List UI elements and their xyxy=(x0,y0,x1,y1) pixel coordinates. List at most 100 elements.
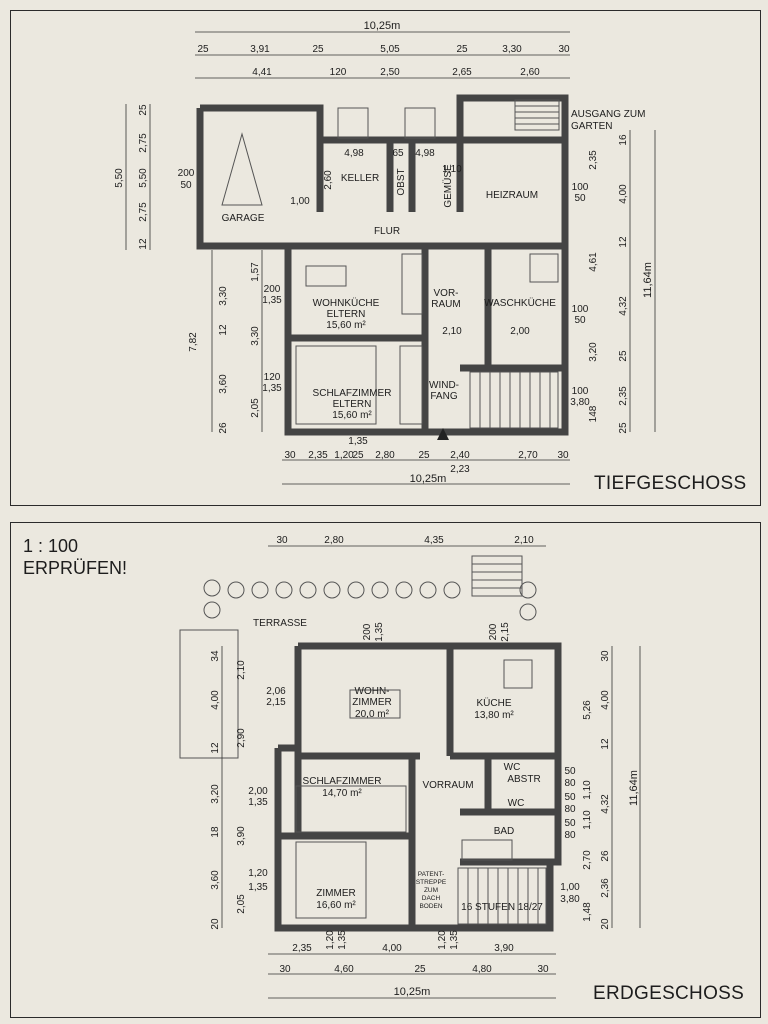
counter xyxy=(401,253,423,315)
garage-wall-left xyxy=(196,108,288,250)
stairs-garden xyxy=(514,99,560,131)
eg-dim-left: 4,00 xyxy=(210,690,221,710)
eg-dim-right: 20 xyxy=(600,918,611,930)
eg-annotation: 1,35 xyxy=(248,797,268,808)
dim-left: 3,30 xyxy=(218,286,229,306)
room-wohnzimmer: WOHN- xyxy=(355,686,390,697)
room-zimmer-area: 16,60 m² xyxy=(316,900,356,911)
table xyxy=(305,265,347,287)
room-bad: BAD xyxy=(494,826,515,837)
room-kueche-area: 13,80 m² xyxy=(474,710,514,721)
erdgeschoss-plan: 30 2,80 4,35 2,10 2,35 1,20 1,35 4,00 1,… xyxy=(179,535,641,999)
room-schlafzimmer-area: 14,70 m² xyxy=(322,788,362,799)
room-windfang: WIND- xyxy=(429,380,459,391)
room-heizraum: HEIZRAUM xyxy=(486,190,538,201)
eg-annotation: 80 xyxy=(564,804,576,815)
room-wohnkueche-eltern: ELTERN xyxy=(327,309,366,320)
dim-left: 2,05 xyxy=(250,398,261,418)
room-garage: GARAGE xyxy=(222,213,265,224)
dim-row1: 30 xyxy=(558,44,570,55)
dim-right: 3,20 xyxy=(588,342,599,362)
room-wohnzimmer-2: ZIMMER xyxy=(352,697,391,708)
dim-right: 25 xyxy=(618,350,629,362)
dim-left: 1,57 xyxy=(250,262,261,282)
room-keller: KELLER xyxy=(341,173,379,184)
dim-left: 5,50 xyxy=(114,168,125,188)
dim-left: 7,82 xyxy=(188,332,199,352)
annotation: 65 xyxy=(392,148,404,159)
dim-right: 16 xyxy=(618,134,629,146)
eg-dim-left: 20 xyxy=(210,918,221,930)
dim-left: 26 xyxy=(218,422,229,434)
eg-dim-right: 1,48 xyxy=(582,902,593,922)
room-wc-1: WC xyxy=(504,762,521,773)
eg-annotation: 2,15 xyxy=(500,622,511,642)
eg-dim-left: 2,05 xyxy=(236,894,247,914)
room-wohnkueche: WOHNKÜCHE xyxy=(313,297,380,309)
eg-dim-top: 2,10 xyxy=(514,535,534,546)
eg-annotation: 2,15 xyxy=(266,697,286,708)
eg-annotation: 1,35 xyxy=(248,882,268,893)
boiler xyxy=(529,253,559,283)
eg-annotation: 200 xyxy=(488,623,499,640)
label-zum: ZUM xyxy=(424,887,438,894)
bathtub xyxy=(461,839,513,861)
garage-wall-top xyxy=(200,104,324,140)
dim-bottom: 2,40 xyxy=(450,450,470,461)
dim-bottom: 30 xyxy=(557,450,569,461)
dim-right: 4,32 xyxy=(618,296,629,316)
dim-right: 4,00 xyxy=(618,184,629,204)
dim-bottom: 2,80 xyxy=(375,450,395,461)
eg-annotation: 50 xyxy=(564,766,576,777)
room-obst: OBST xyxy=(396,168,407,195)
dim-left: 5,50 xyxy=(138,168,149,188)
room-vorraum: VORRAUM xyxy=(422,780,473,791)
dim-bottom-total: 10,25m xyxy=(410,473,447,485)
room-vorraum: VOR- xyxy=(434,288,459,299)
car-symbol xyxy=(221,132,263,206)
dim-row1: 25 xyxy=(197,44,209,55)
tiefgeschoss-title: TIEFGESCHOSS xyxy=(594,473,747,494)
check-note: ERPRÜFEN! xyxy=(23,558,128,578)
lightwell-1 xyxy=(337,107,369,139)
tiefgeschoss-plan: 10,25m 25 3,91 25 5,05 25 3,30 30 4,41 1… xyxy=(114,20,656,485)
annotation: 200 xyxy=(178,168,195,179)
room-gemuese: GEMÜSE xyxy=(442,164,454,208)
eg-annotation: 1,35 xyxy=(374,622,385,642)
eg-dim-bottom1: 4,00 xyxy=(382,943,402,954)
annotation: 100 xyxy=(572,386,589,397)
stairs-tg xyxy=(469,371,559,429)
annotation: 4,98 xyxy=(415,148,435,159)
eg-annotation: 1,00 xyxy=(560,882,580,893)
dim-left: 25 xyxy=(138,104,149,116)
eg-dim-right: 4,32 xyxy=(600,794,611,814)
eg-dim-top: 2,80 xyxy=(324,535,344,546)
dim-row2: 2,65 xyxy=(452,67,472,78)
dim-row1: 25 xyxy=(312,44,324,55)
annotation: 2,60 xyxy=(323,170,334,190)
dim-left: 12 xyxy=(218,324,229,336)
eg-dim-bottom-total: 10,25m xyxy=(394,986,431,998)
terrace-stairs xyxy=(471,555,523,597)
eg-dim-left: 2,10 xyxy=(236,660,247,680)
annotation: 100 xyxy=(572,182,589,193)
dim-row2: 2,50 xyxy=(380,67,400,78)
eg-dim-left: 18 xyxy=(210,826,221,838)
eg-dim-bottom2: 30 xyxy=(279,964,291,975)
annotation: 1,35 xyxy=(262,295,282,306)
erdgeschoss-title: ERDGESCHOSS xyxy=(593,983,745,1004)
dim-right-total: 11,64m xyxy=(642,262,654,298)
eg-dim-left: 34 xyxy=(210,650,221,662)
eg-dim-left: 3,20 xyxy=(210,784,221,804)
dim-row1: 25 xyxy=(456,44,468,55)
label-ausgang: AUSGANG ZUM xyxy=(571,109,645,120)
room-wohnzimmer-area: 20,0 m² xyxy=(355,709,390,720)
dim-left: 3,30 xyxy=(250,326,261,346)
dim-bottom: 25 xyxy=(352,450,364,461)
bed xyxy=(295,345,377,425)
dim-right: 148 xyxy=(588,405,599,422)
eg-annotation: 80 xyxy=(564,778,576,789)
eg-dim-bottom1: 1,20 xyxy=(325,930,336,950)
dim-right: 4,61 xyxy=(588,252,599,272)
room-schlafzimmer: SCHLAFZIMMER xyxy=(303,776,382,787)
